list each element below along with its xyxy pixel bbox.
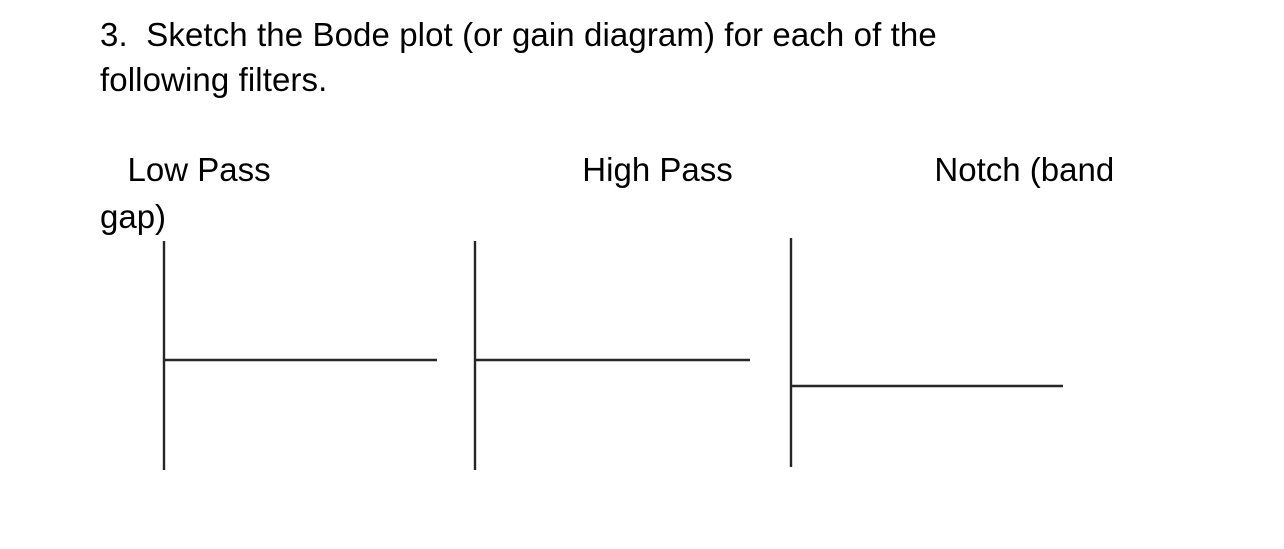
bode-axes-high-pass xyxy=(473,241,750,470)
filter-headings: Low Pass High Pass Notch (band gap) xyxy=(100,146,1220,240)
question-text: 3. Sketch the Bode plot (or gain diagram… xyxy=(100,16,937,98)
bode-axes-low-pass xyxy=(162,241,437,470)
bode-axes-notch-band-gap xyxy=(789,238,1063,467)
filter-headings-line-2: gap) xyxy=(100,198,167,235)
axes-group xyxy=(162,238,1063,470)
question-block: 3. Sketch the Bode plot (or gain diagram… xyxy=(100,12,1100,102)
filter-headings-line-1: Low Pass High Pass Notch (band xyxy=(100,151,1115,188)
